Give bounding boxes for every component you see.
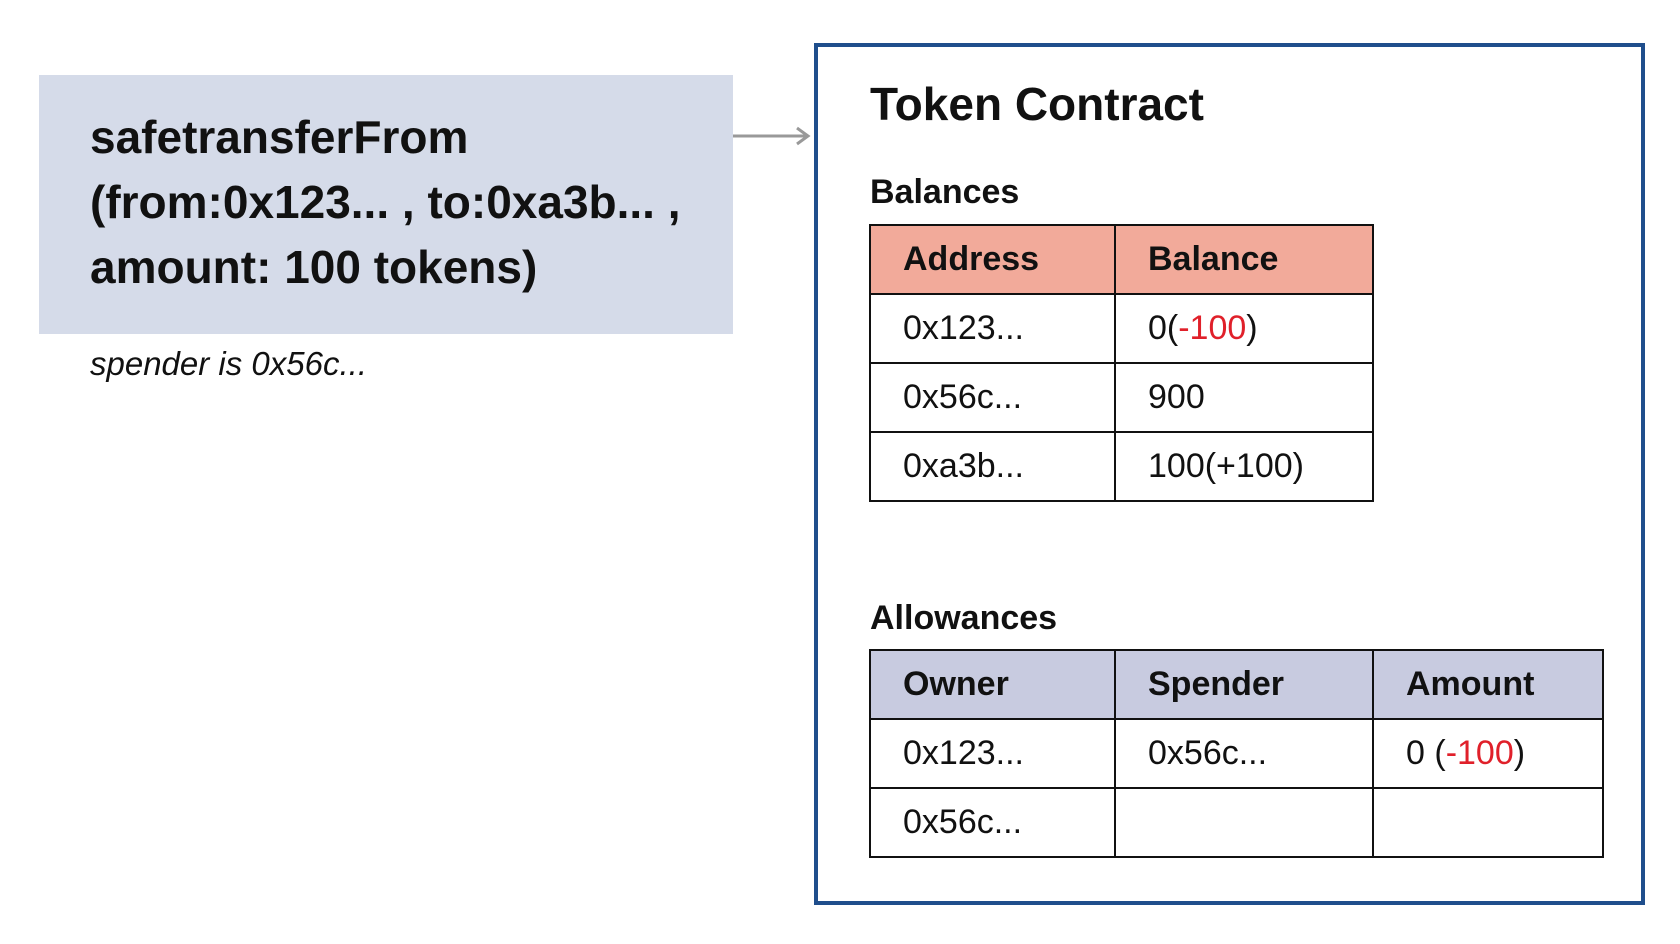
balances-table: Address Balance 0x123... 0(-100) 0x56c..… [869, 224, 1374, 502]
call-args-from-to: (from:0x123... , to:0xa3b... , [90, 176, 681, 228]
call-function-name: safetransferFrom [90, 111, 469, 163]
allowance-amount-value: 0 ( [1406, 734, 1446, 772]
balance-value-cell: 0(-100) [1114, 293, 1374, 364]
allowance-spender-cell: 0x56c... [1114, 718, 1374, 789]
token-contract-box: Token Contract Balances Address Balance … [814, 43, 1645, 905]
allowance-owner-cell: 0x56c... [869, 787, 1116, 858]
balance-value-cell: 100(+100) [1114, 431, 1374, 502]
allowance-change-close: ) [1513, 734, 1526, 772]
balance-change-negative: -100 [1178, 309, 1247, 347]
balance-value-cell: 900 [1114, 362, 1374, 433]
balance-address-cell: 0x123... [869, 293, 1116, 364]
contract-title: Token Contract [870, 78, 1204, 130]
allowances-header-owner: Owner [869, 649, 1116, 720]
call-arrow-icon [733, 126, 811, 146]
allowances-label: Allowances [870, 599, 1058, 637]
allowance-change-negative: -100 [1445, 734, 1514, 772]
function-call-box: safetransferFrom (from:0x123... , to:0xa… [39, 75, 733, 334]
spender-note: spender is 0x56c... [90, 345, 367, 382]
balance-address-cell: 0x56c... [869, 362, 1116, 433]
allowances-header-row: Owner Spender Amount [869, 649, 1604, 720]
table-row: 0x123... 0(-100) [869, 293, 1374, 364]
balances-label: Balances [870, 173, 1020, 211]
call-args-amount: amount: 100 tokens) [90, 241, 538, 293]
allowances-table: Owner Spender Amount 0x123... 0x56c... 0… [869, 649, 1604, 858]
allowance-amount-cell [1372, 787, 1604, 858]
balances-header-balance: Balance [1114, 224, 1374, 295]
allowances-header-amount: Amount [1372, 649, 1604, 720]
allowance-spender-cell [1114, 787, 1374, 858]
table-row: 0x56c... 900 [869, 362, 1374, 433]
table-row: 0xa3b... 100(+100) [869, 431, 1374, 502]
allowances-header-spender: Spender [1114, 649, 1374, 720]
balances-header-row: Address Balance [869, 224, 1374, 295]
balance-value: 0( [1148, 309, 1179, 347]
balances-header-address: Address [869, 224, 1116, 295]
balance-change-close: ) [1246, 309, 1258, 347]
table-row: 0x123... 0x56c... 0 (-100) [869, 718, 1604, 789]
allowance-amount-cell: 0 (-100) [1372, 718, 1604, 789]
table-row: 0x56c... [869, 787, 1604, 858]
allowance-owner-cell: 0x123... [869, 718, 1116, 789]
balance-address-cell: 0xa3b... [869, 431, 1116, 502]
